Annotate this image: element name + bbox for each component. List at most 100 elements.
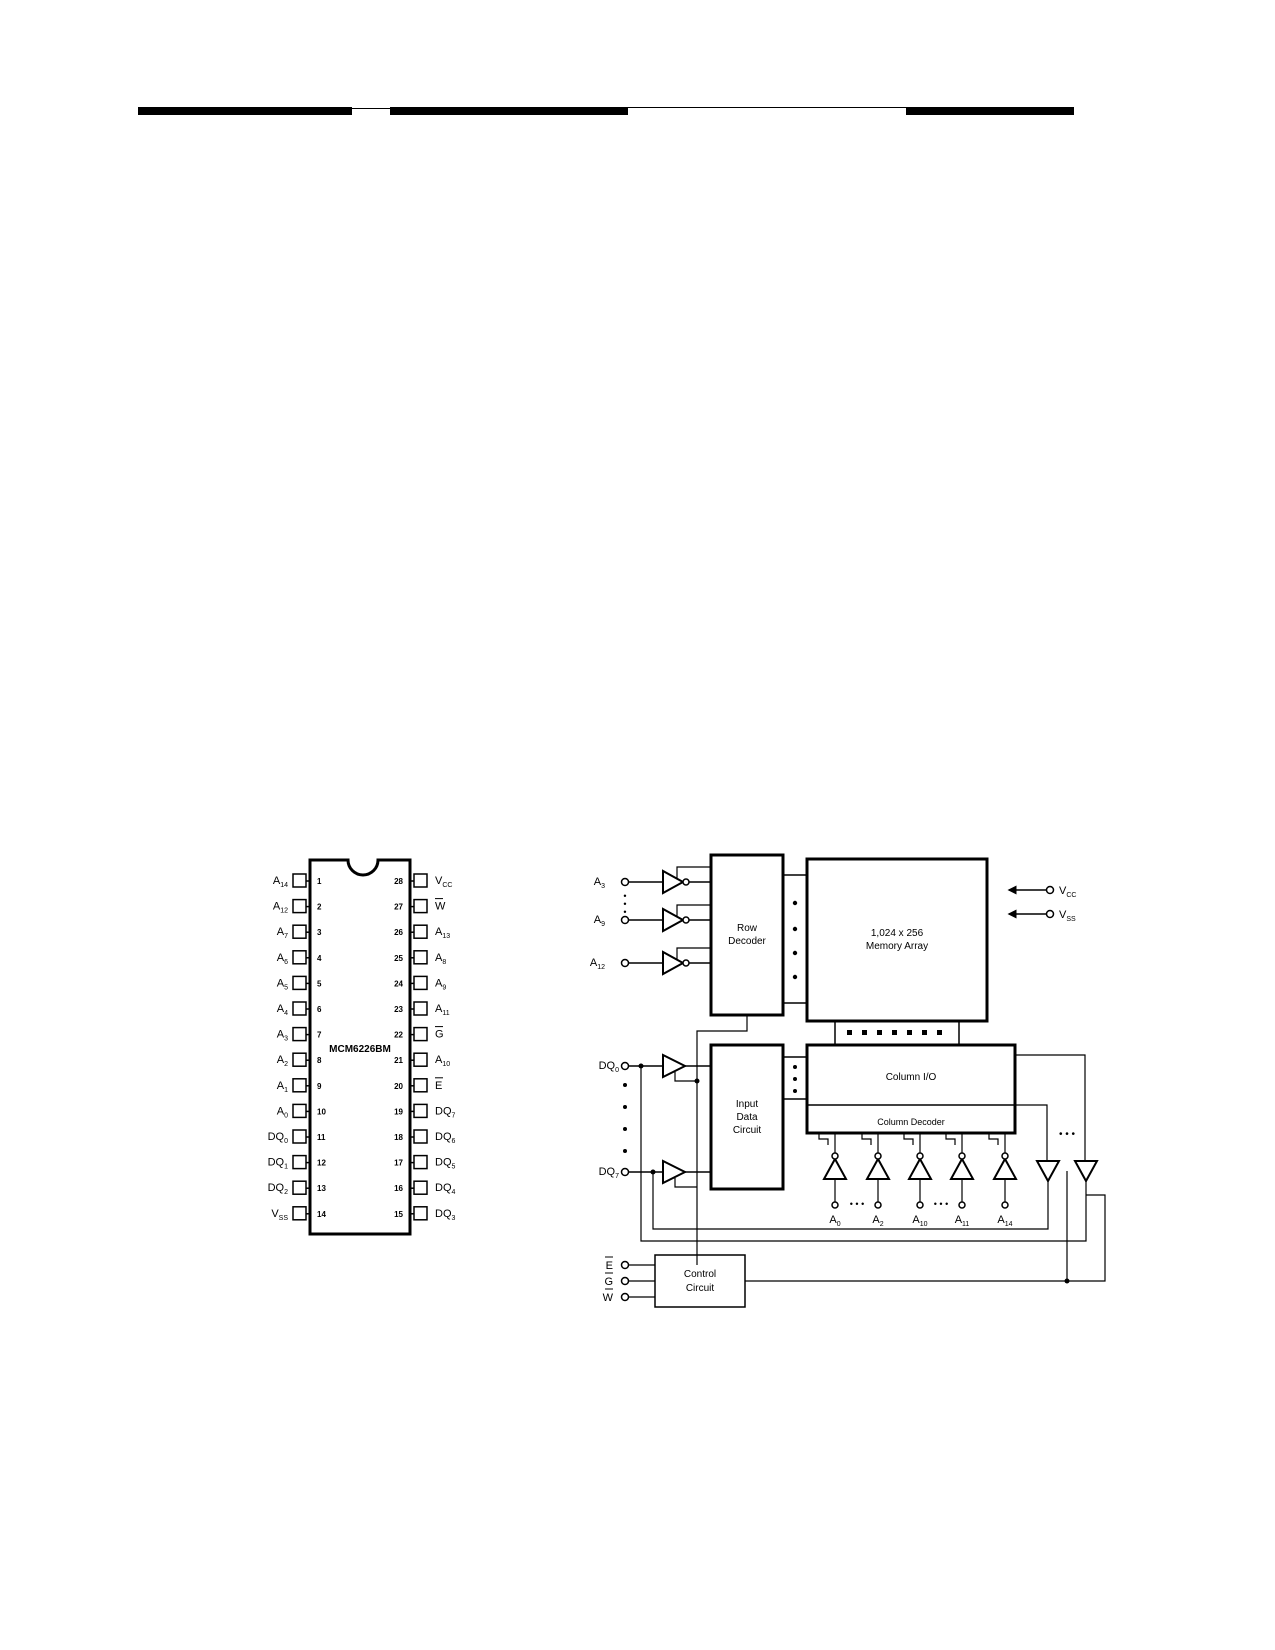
left-pin-8: 8A2 (277, 1052, 322, 1068)
left-pin-3: 3 A7 (277, 924, 322, 940)
pin-number: 6 (317, 1005, 322, 1014)
left-pin-9: 9A1 (277, 1078, 322, 1094)
dq-input-label-1: DQ7 (599, 1166, 620, 1180)
pin-number: 23 (394, 1005, 403, 1014)
pin-number: 24 (394, 979, 403, 988)
pin-number: 15 (394, 1210, 403, 1219)
row-input-label-0: A3 (594, 876, 605, 890)
column-io-block (805, 1043, 1017, 1135)
svg-text:•: • (623, 899, 626, 909)
column-buffer-4 (988, 1133, 1018, 1209)
column-input-label-4: A14 (997, 1214, 1012, 1228)
pin-name: A12 (273, 901, 288, 915)
pin-number: 22 (394, 1031, 403, 1040)
pin-number: 21 (394, 1056, 403, 1065)
pin-name: DQ0 (268, 1131, 289, 1145)
pin-number: 11 (317, 1133, 326, 1142)
row-buffer-1 (662, 907, 686, 933)
left-pin-11: 11 DQ0 (268, 1129, 326, 1145)
control-input-g: G (604, 1276, 613, 1288)
left-pin-14: 14 VSS (271, 1206, 326, 1222)
pin-number: 8 (317, 1056, 322, 1065)
row-buffer-2 (662, 950, 686, 976)
pin-number: 1 (317, 877, 322, 886)
column-address-buffers (818, 1133, 1018, 1209)
pin-name: A10 (435, 1054, 450, 1068)
vss-label: VSS (1059, 909, 1076, 923)
svg-text:• • •: • • • (934, 1199, 948, 1209)
row-input-label-1: A9 (594, 914, 605, 928)
header-rule-segment-2 (390, 107, 628, 115)
pin-name: DQ1 (268, 1157, 289, 1171)
svg-text:• • •: • • • (850, 1199, 864, 1209)
pin-name: A7 (277, 926, 288, 940)
pin-name: DQ5 (435, 1157, 456, 1171)
pin-name: A3 (277, 1029, 288, 1043)
memory-array-label-line2: Memory Array (866, 941, 928, 952)
column-buffer-0 (818, 1133, 848, 1209)
control-circuit-label-line2: Circuit (686, 1283, 715, 1294)
column-buffer-3 (945, 1133, 975, 1209)
pin-number: 2 (317, 903, 322, 912)
pin-number: 14 (317, 1210, 326, 1219)
vss-terminal (1045, 909, 1055, 919)
vcc-terminal (1045, 885, 1055, 895)
io-bus-dots (793, 1065, 797, 1093)
input-data-label-line2: Data (736, 1112, 758, 1123)
header-rule-segment-1 (138, 107, 352, 115)
output-buffer-0 (1035, 1160, 1061, 1184)
header-rule-thin-2 (628, 107, 906, 108)
header-rule-segment-3 (906, 107, 1074, 115)
left-pin-4: 4A6 (277, 950, 322, 966)
input-data-label-line3: Circuit (733, 1125, 762, 1136)
pin-name: DQ7 (435, 1105, 456, 1119)
row-input-terminal-1 (620, 915, 630, 925)
pin-name: A9 (435, 977, 446, 991)
pin-name: DQ4 (435, 1182, 456, 1196)
input-data-label-line1: Input (736, 1099, 758, 1110)
pin-name: A0 (277, 1105, 288, 1119)
row-decoder-label-line1: Row (737, 923, 758, 934)
dq-input-dots (623, 1083, 627, 1153)
pin-number: 16 (394, 1184, 403, 1193)
pin-name: E (435, 1080, 442, 1092)
pin-name: VSS (271, 1208, 288, 1222)
row-decoder-label-line2: Decoder (728, 936, 766, 947)
pin-number: 25 (394, 954, 403, 963)
row-address-inputs: A3 • • • A9 A12 (590, 866, 711, 976)
column-address-inputs: A0 A2 A10 A11 A14 • • • • • • (829, 1199, 1012, 1228)
block-diagram: A3 • • • A9 A12 Row Decoder (590, 853, 1106, 1308)
pin-name: DQ6 (435, 1131, 456, 1145)
column-decoder-label: Column Decoder (877, 1117, 945, 1127)
column-input-label-0: A0 (829, 1214, 840, 1228)
right-pin-16: 16 DQ4 (394, 1180, 456, 1196)
pin-number: 13 (317, 1184, 326, 1193)
column-input-label-1: A2 (872, 1214, 883, 1228)
control-circuit-label-line1: Control (684, 1269, 716, 1280)
header-rule-thin-1 (352, 108, 390, 109)
row-buffer-0 (662, 869, 686, 895)
column-bus-dots (847, 1030, 942, 1035)
row-bus-dots (792, 900, 798, 980)
dq0-input-buffer (662, 1053, 688, 1079)
left-pin-column: 1A142A123A74A65A56A47A38A29A110A011DQ012… (268, 873, 326, 1222)
pin-number: 3 (317, 928, 322, 937)
left-pin-6: 6A4 (277, 1001, 322, 1017)
row-input-terminal-2 (620, 958, 630, 968)
chip-body (308, 858, 412, 1236)
pin-name: A1 (277, 1080, 288, 1094)
